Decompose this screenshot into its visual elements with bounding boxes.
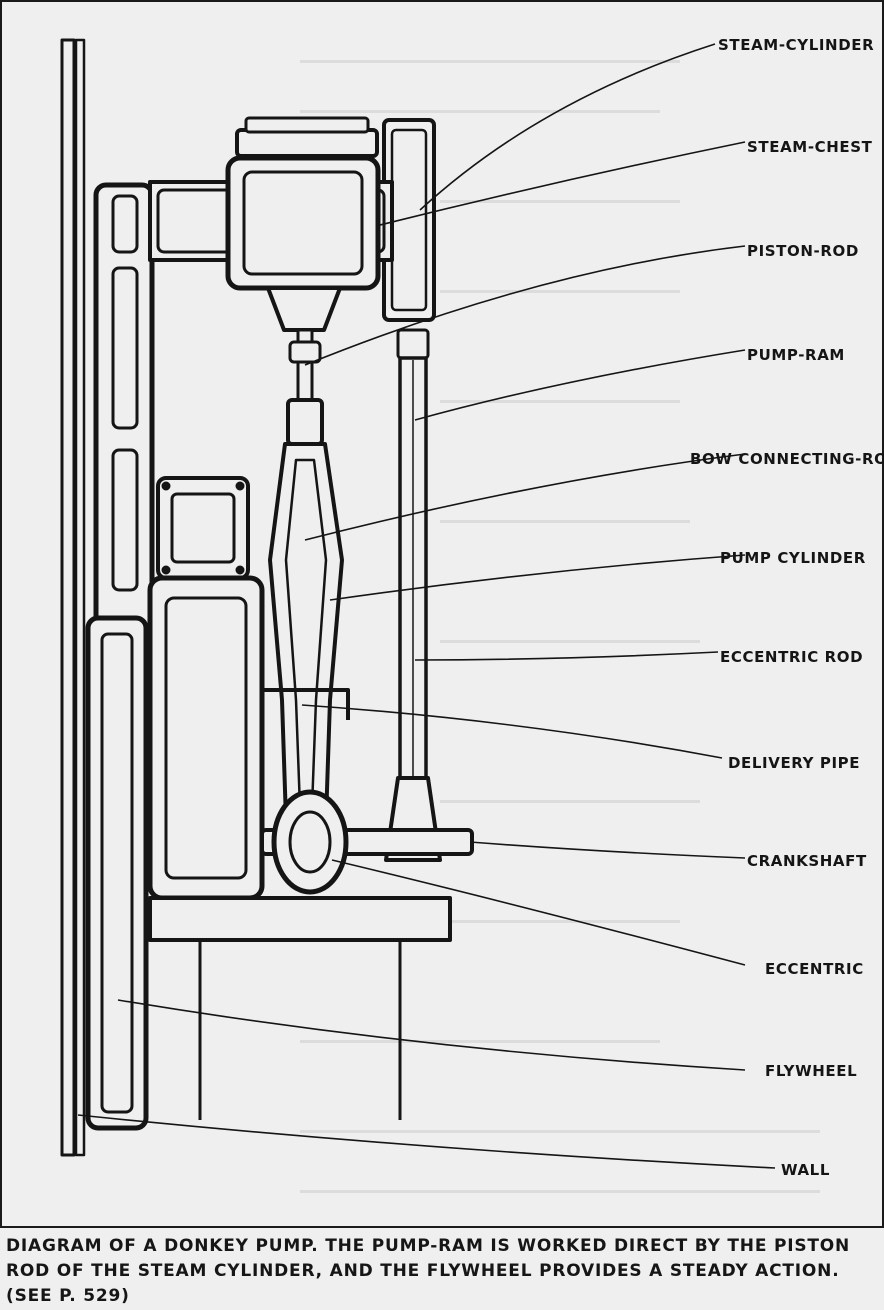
label-piston-rod: PISTON-ROD: [747, 242, 859, 260]
steam-cylinder: [225, 155, 381, 291]
flywheel: [85, 615, 149, 1131]
label-bow-connecting-rod: BOW CONNECTING-ROD: [690, 450, 884, 468]
label-steam-cylinder: STEAM-CYLINDER: [718, 36, 874, 54]
label-pump-cylinder: PUMP CYLINDER: [720, 549, 866, 567]
label-delivery-pipe: DELIVERY PIPE: [728, 754, 860, 772]
machine-drawing: [60, 38, 474, 1157]
label-eccentric: ECCENTRIC: [765, 960, 864, 978]
bow-connecting-rod: [268, 442, 344, 822]
diagram-figure: STEAM-CYLINDER STEAM-CHEST PISTON-ROD PU…: [0, 0, 884, 1228]
leader-lines: [77, 43, 776, 1169]
label-flywheel: FLYWHEEL: [765, 1062, 857, 1080]
label-wall: WALL: [781, 1161, 830, 1179]
wall-post: [60, 38, 76, 1157]
labels: STEAM-CYLINDER STEAM-CHEST PISTON-ROD PU…: [690, 36, 884, 1179]
label-steam-chest: STEAM-CHEST: [747, 138, 873, 156]
label-crankshaft: CRANKSHAFT: [747, 852, 867, 870]
figure-caption: Diagram of a donkey pump. The pump-ram i…: [6, 1236, 851, 1306]
figure-border: [0, 0, 884, 1228]
show-through-texture: [300, 60, 820, 1193]
steam-chest: [235, 128, 379, 158]
eccentric: [271, 789, 349, 895]
donkey-pump-diagram: STEAM-CYLINDER STEAM-CHEST PISTON-ROD PU…: [60, 36, 884, 1193]
label-pump-ram: PUMP-RAM: [747, 346, 845, 364]
label-eccentric-rod: ECCENTRIC ROD: [720, 648, 863, 666]
delivery-pipe: [260, 688, 350, 720]
